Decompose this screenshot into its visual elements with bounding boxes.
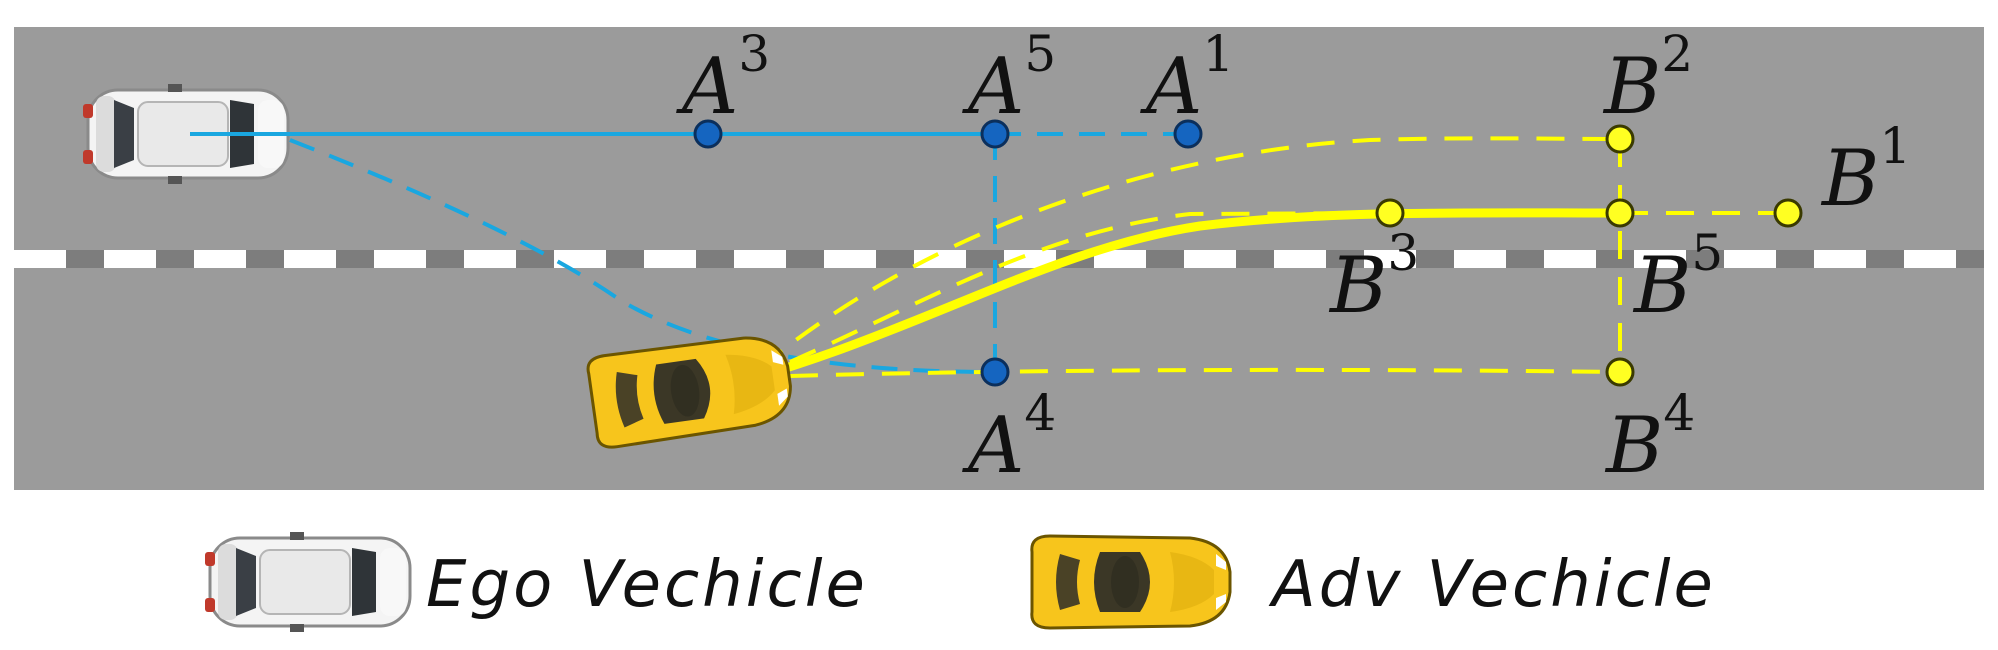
adv-path-main xyxy=(698,208,1621,397)
adv-path-dash-b2 xyxy=(758,136,1621,370)
label-b2: B2 xyxy=(1602,25,1693,132)
point-a5 xyxy=(980,119,1010,149)
adv-paths xyxy=(698,136,1788,397)
label-a3: A3 xyxy=(676,25,770,132)
label-b4: B4 xyxy=(1604,384,1695,491)
point-b2 xyxy=(1605,124,1635,154)
point-a3 xyxy=(693,119,723,149)
adv-path-dash-b3 xyxy=(789,211,1391,364)
ego-path-dash-lane-change xyxy=(289,138,996,374)
legend-adv-label: Adv Vechicle xyxy=(1268,548,1716,622)
point-b5 xyxy=(1605,198,1635,228)
ego-paths xyxy=(190,132,1188,374)
point-a1 xyxy=(1173,119,1203,149)
label-b3: B3 xyxy=(1328,224,1419,331)
adv-path-dash-b4 xyxy=(789,367,1621,378)
yellow-sports-car-icon xyxy=(1030,534,1232,630)
legend: Ego Vechicle Adv Vechicle xyxy=(203,530,1716,634)
adv-points xyxy=(1375,124,1803,387)
label-a1: A1 xyxy=(1140,25,1234,132)
point-b3 xyxy=(1375,198,1405,228)
label-b5: B5 xyxy=(1632,224,1723,331)
point-a4 xyxy=(980,357,1010,387)
label-b1: B1 xyxy=(1820,117,1911,224)
ego-points xyxy=(693,119,1203,387)
legend-ego-label: Ego Vechicle xyxy=(426,548,868,622)
white-car-icon xyxy=(203,530,412,634)
label-a4: A4 xyxy=(962,384,1056,491)
point-b4 xyxy=(1605,357,1635,387)
point-b1 xyxy=(1773,198,1803,228)
label-a5: A5 xyxy=(962,25,1056,132)
